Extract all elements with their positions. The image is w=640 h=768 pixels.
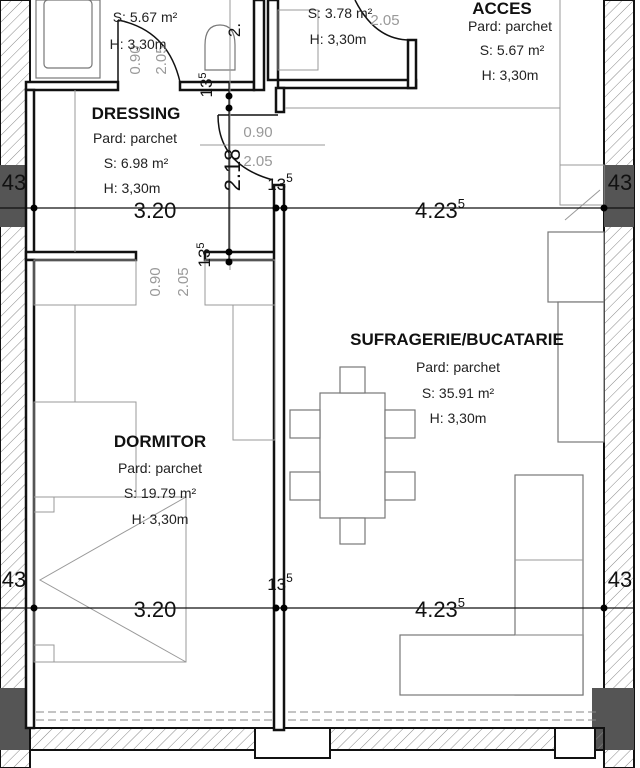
dim-outer-left-top: 43 bbox=[2, 170, 26, 195]
room-title: ACCES bbox=[472, 0, 532, 18]
dim-bath-height: 2. bbox=[225, 23, 244, 37]
room-floor: Pard: parchet bbox=[416, 359, 500, 375]
room-floor: Pard: parchet bbox=[468, 18, 552, 34]
room-height: H: 3,30m bbox=[430, 410, 487, 426]
bathroom-fixtures bbox=[35, 0, 605, 270]
door-height-bedroom: 2.05 bbox=[175, 267, 192, 296]
interior-walls bbox=[24, 0, 418, 732]
room-area: S: 3.78 m² bbox=[308, 5, 373, 21]
room-height: H: 3,30m bbox=[482, 67, 539, 83]
room-height: H: 3,30m bbox=[310, 31, 367, 47]
room-dormitor: DORMITOR Pard: parchet S: 19.79 m² H: 3,… bbox=[114, 432, 206, 527]
dim-left-width-top: 3.20 bbox=[134, 198, 177, 223]
door-height-dressing: 2.05 bbox=[243, 153, 272, 170]
room-title: DORMITOR bbox=[114, 432, 206, 451]
room-bath2: S: 3.78 m² H: 3,30m bbox=[308, 5, 373, 47]
dimension-lines bbox=[0, 82, 634, 612]
room-area: S: 5.67 m² bbox=[480, 42, 545, 58]
room-height: H: 3,30m bbox=[132, 511, 189, 527]
dim-right-width-bottom: 4.235 bbox=[415, 595, 465, 622]
room-height: H: 3,30m bbox=[104, 180, 161, 196]
room-living: SUFRAGERIE/BUCATARIE Pard: parchet S: 35… bbox=[350, 330, 564, 426]
dim-left-width-bottom: 3.20 bbox=[134, 597, 177, 622]
room-area: S: 6.98 m² bbox=[104, 155, 169, 171]
door-width-bedroom: 0.90 bbox=[147, 267, 164, 296]
dim-outer-left-bottom: 43 bbox=[2, 567, 26, 592]
room-title: DRESSING bbox=[92, 104, 181, 123]
dim-outer-right-bottom: 43 bbox=[608, 567, 632, 592]
room-area: S: 35.91 m² bbox=[422, 385, 495, 401]
room-dressing: DRESSING Pard: parchet S: 6.98 m² H: 3,3… bbox=[92, 104, 181, 196]
room-area: S: 19.79 m² bbox=[124, 485, 197, 501]
room-bath1: S: 5.67 m² H: 3,30m bbox=[110, 9, 178, 52]
dim-right-width-top: 4.235 bbox=[415, 196, 465, 223]
room-floor: Pard: parchet bbox=[93, 130, 177, 146]
door-height-bath: 2.05 bbox=[153, 45, 170, 74]
door-width-bath: 0.90 bbox=[127, 45, 144, 74]
door-height-bath2: 2.05 bbox=[370, 12, 399, 29]
bedroom-furniture bbox=[33, 90, 276, 663]
room-acces: ACCES Pard: parchet S: 5.67 m² H: 3,30m bbox=[468, 0, 552, 83]
room-title: SUFRAGERIE/BUCATARIE bbox=[350, 330, 564, 349]
door-width-dressing: 0.90 bbox=[243, 124, 272, 141]
dim-partition-mid: 135 bbox=[195, 242, 214, 267]
room-height: H: 3,30m bbox=[110, 36, 167, 52]
dim-wall-top: 135 bbox=[267, 171, 293, 194]
dim-partition-top: 135 bbox=[197, 72, 216, 97]
dim-outer-right-top: 43 bbox=[608, 170, 632, 195]
room-floor: Pard: parchet bbox=[118, 460, 202, 476]
room-area: S: 5.67 m² bbox=[113, 9, 178, 25]
dim-dressing-height: 2.18 bbox=[220, 149, 245, 192]
kitchen-furniture bbox=[289, 231, 605, 696]
dim-wall-bottom: 135 bbox=[267, 571, 293, 594]
